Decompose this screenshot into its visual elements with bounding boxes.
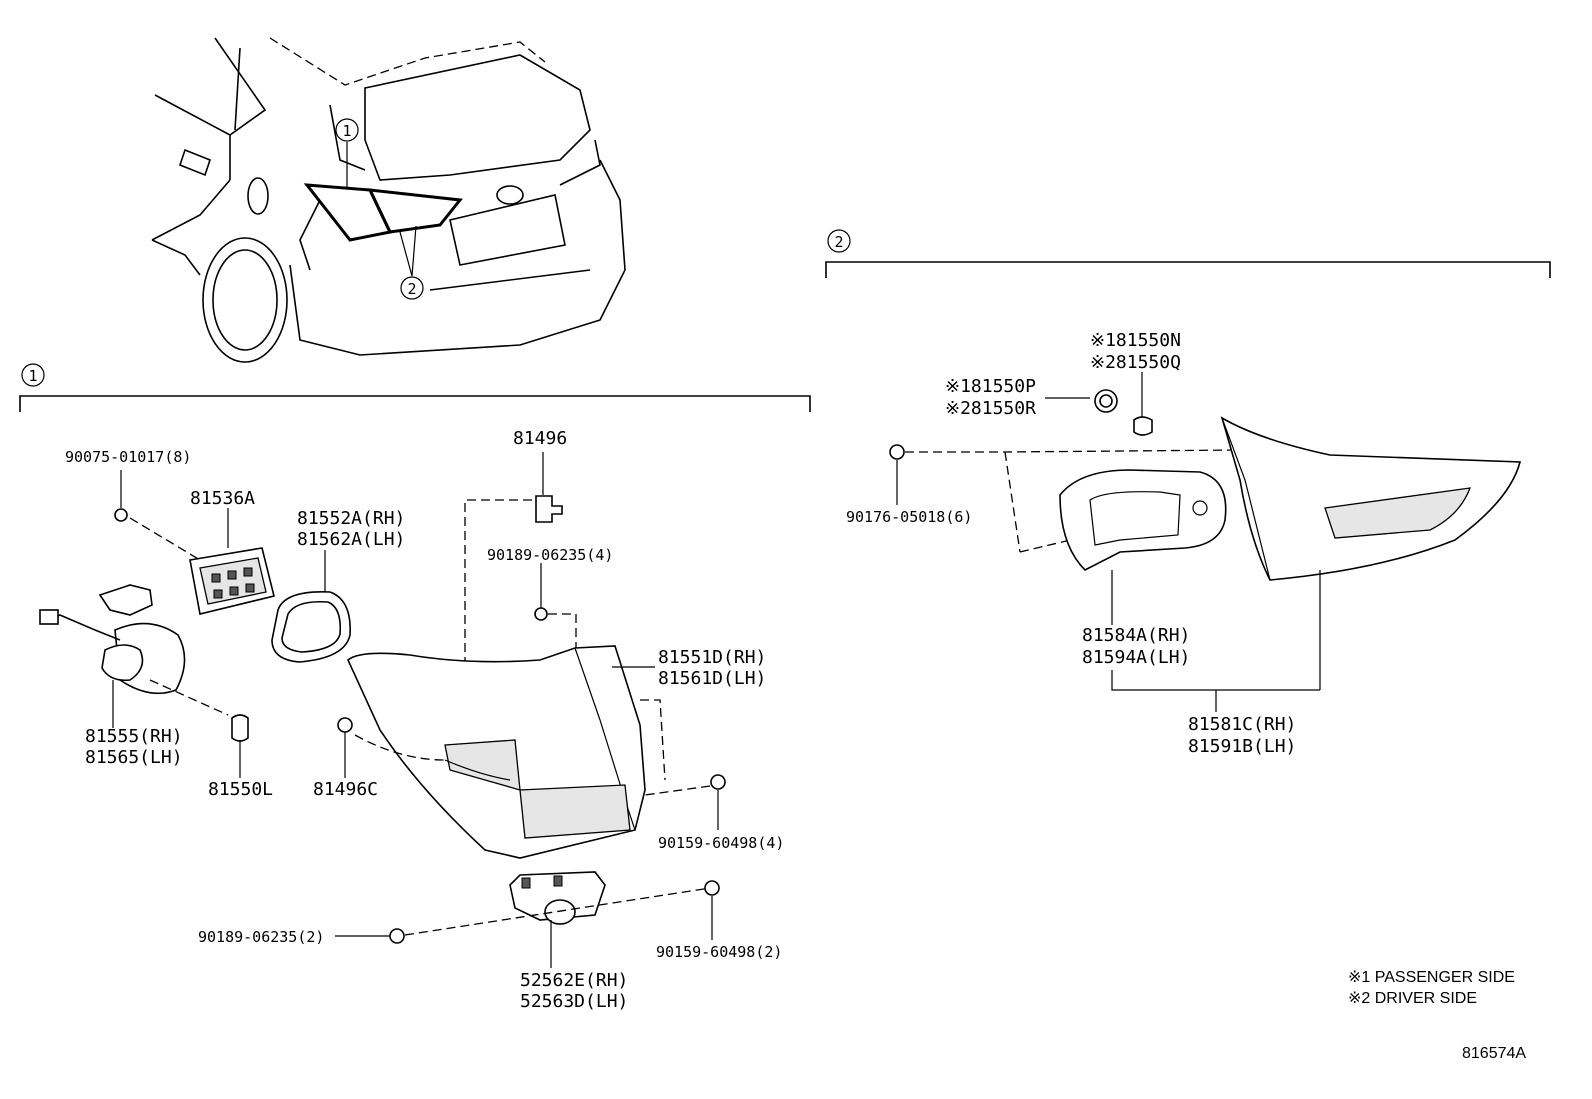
- socket-wire-81555: [101, 644, 144, 682]
- label-81550N-passenger: ※181550N: [1090, 330, 1181, 351]
- label-81584A-rh: 81584A(RH): [1082, 625, 1190, 646]
- screw-90159-upper: [710, 774, 726, 790]
- label-90159-60498-4: 90159-60498(4): [658, 834, 784, 852]
- label-81561D-lh: 81561D(LH): [658, 668, 766, 689]
- label-81594A-lh: 81594A(LH): [1082, 647, 1190, 668]
- screw-90189-upper: [534, 607, 548, 621]
- label-81536A: 81536A: [190, 488, 255, 509]
- note-passenger-side: ※1 PASSENGER SIDE: [1348, 969, 1515, 986]
- legend-notes: ※1 PASSENGER SIDE ※2 DRIVER SIDE 816574A: [1348, 969, 1526, 1062]
- label-90189-06235-4: 90189-06235(4): [487, 546, 613, 564]
- label-81565-lh: 81565(LH): [85, 747, 183, 768]
- label-81550R-driver: ※281550R: [945, 398, 1036, 419]
- screw-90176: [889, 444, 905, 460]
- screw-90189-lower: [389, 928, 405, 944]
- section-2-callout: 2: [834, 233, 843, 251]
- overview-callout-2: 2: [407, 280, 416, 298]
- section-2-inner-tail-lamp: 2 ※181550N ※281550Q ※181550P ※281550R: [825, 229, 1551, 757]
- label-81550Q-driver: ※281550Q: [1090, 352, 1181, 373]
- inner-tail-lamp-81581C: [1220, 416, 1522, 581]
- label-81551D-rh: 81551D(RH): [658, 647, 766, 668]
- vehicle-rear-overview: 1 2: [151, 37, 626, 363]
- diagram-id: 816574A: [1462, 1045, 1526, 1062]
- label-90159-60498-2: 90159-60498(2): [656, 943, 782, 961]
- label-81550L: 81550L: [208, 779, 273, 800]
- label-52563D-lh: 52563D(LH): [520, 991, 628, 1012]
- overview-callout-1: 1: [342, 122, 351, 140]
- label-81581C-rh: 81581C(RH): [1188, 714, 1296, 735]
- nut-81496C: [337, 717, 353, 733]
- note-driver-side: ※2 DRIVER SIDE: [1348, 990, 1477, 1007]
- clip-81496: [535, 495, 563, 523]
- section-1-callout: 1: [28, 367, 37, 385]
- label-81591B-lh: 81591B(LH): [1188, 736, 1296, 757]
- label-90189-06235-2: 90189-06235(2): [198, 928, 324, 946]
- label-81550P-passenger: ※181550P: [945, 376, 1036, 397]
- bracket-52562E: [509, 871, 606, 921]
- section-1-outer-tail-lamp: 1: [19, 363, 811, 1012]
- screw-90159-lower: [704, 880, 720, 896]
- label-81496: 81496: [513, 428, 567, 449]
- label-81555-rh: 81555(RH): [85, 726, 183, 747]
- screw-90075: [114, 508, 128, 522]
- section-1-bracket: [19, 395, 811, 412]
- label-81562A-lh: 81562A(LH): [297, 529, 405, 550]
- bulb-81550L: [231, 714, 249, 742]
- label-52562E-rh: 52562E(RH): [520, 970, 628, 991]
- label-90075-01017: 90075-01017(8): [65, 448, 191, 466]
- label-90176-05018: 90176-05018(6): [846, 508, 972, 526]
- bulb-81550N: [1133, 416, 1153, 436]
- label-81552A-rh: 81552A(RH): [297, 508, 405, 529]
- section-2-bracket: [825, 261, 1551, 278]
- label-81496C: 81496C: [313, 779, 378, 800]
- lamp-housing-81584A: [1059, 469, 1227, 571]
